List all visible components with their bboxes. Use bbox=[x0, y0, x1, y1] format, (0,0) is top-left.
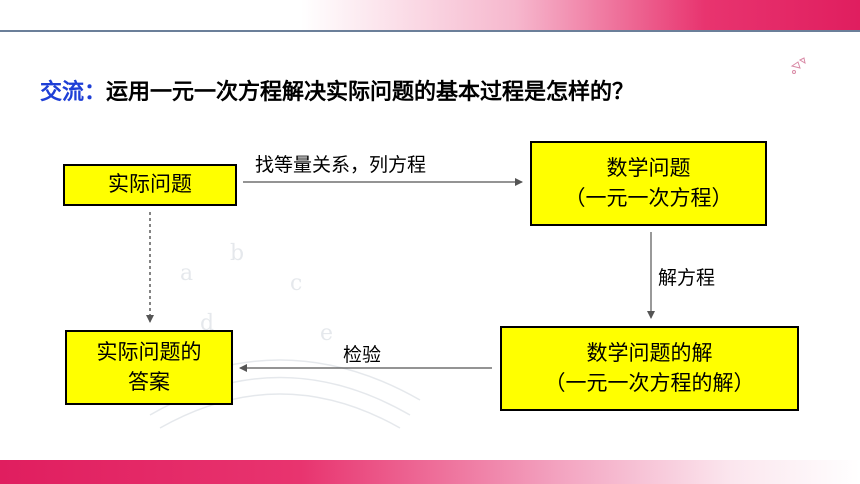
svg-text:b: b bbox=[230, 241, 244, 266]
title-lead: 交流： bbox=[40, 80, 107, 105]
top-divider bbox=[0, 30, 860, 32]
math-problem-text: 数学问题 bbox=[606, 156, 691, 181]
answer-text-line2: 答案 bbox=[128, 369, 170, 394]
bottom-banner bbox=[0, 460, 860, 484]
svg-text:a: a bbox=[180, 261, 193, 286]
sparkle-icon bbox=[790, 57, 806, 74]
svg-text:e: e bbox=[320, 321, 333, 346]
svg-text:c: c bbox=[290, 271, 302, 296]
answer-box: 实际问题的 答案 bbox=[65, 330, 233, 405]
answer-text-line1: 实际问题的 bbox=[96, 340, 202, 365]
math-solution-box: 数学问题的解 （一元一次方程的解） bbox=[500, 326, 799, 411]
math-solution-subtext: （一元一次方程的解） bbox=[544, 370, 755, 395]
svg-text:d: d bbox=[200, 311, 214, 336]
top-banner bbox=[0, 0, 860, 30]
title-text: 运用一元一次方程解决实际问题的基本过程是怎样的？ bbox=[106, 80, 635, 105]
math-solution-text: 数学问题的解 bbox=[586, 341, 713, 366]
real-problem-text: 实际问题 bbox=[108, 172, 192, 197]
solve-equation-label: 解方程 bbox=[658, 267, 716, 289]
find-relation-label: 找等量关系，列方程 bbox=[255, 154, 427, 176]
check-label: 检验 bbox=[343, 344, 382, 366]
math-problem-subtext: （一元一次方程） bbox=[564, 185, 733, 210]
page-title: 交流：运用一元一次方程解决实际问题的基本过程是怎样的？ bbox=[40, 74, 634, 106]
math-problem-box: 数学问题 （一元一次方程） bbox=[530, 141, 767, 226]
real-problem-box: 实际问题 bbox=[63, 164, 237, 206]
